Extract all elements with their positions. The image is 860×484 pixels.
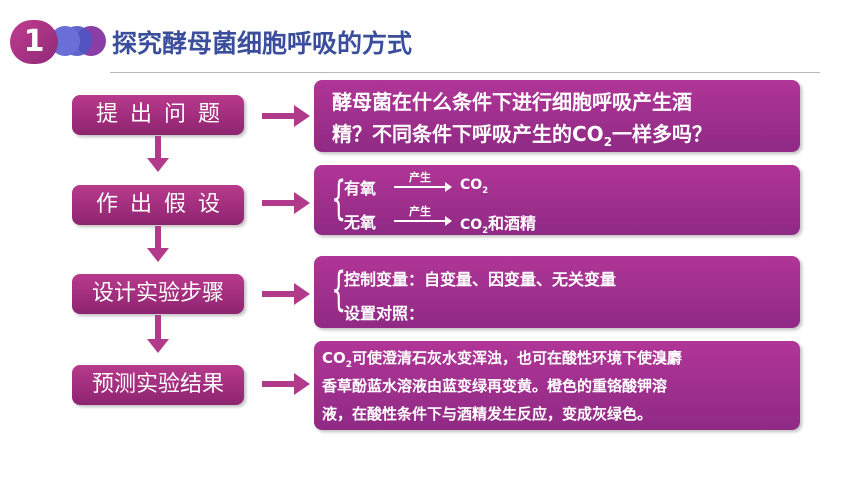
hypothesis-arrow-label-1: 产生	[409, 171, 431, 184]
left-brace: {	[331, 171, 346, 225]
design-panel: { 控制变量：自变量、因变量、无关变量 设置对照：	[314, 256, 800, 328]
hypothesis-aerobic-condition: 有氧	[344, 179, 377, 198]
left-brace: {	[331, 262, 346, 316]
prediction-panel: CO2可使澄清石灰水变浑浊，也可在酸性环境下使溴麝 香草酚蓝水溶液由蓝变绿再变黄…	[314, 341, 800, 430]
hypothesis-arrow-2	[394, 217, 452, 225]
right-arrow-1-line	[262, 113, 296, 119]
right-arrow-4-head	[294, 373, 310, 395]
step-ask-question: 提出问题	[72, 95, 244, 135]
right-arrow-1-head	[294, 105, 310, 127]
design-line-2: 设置对照：	[344, 304, 425, 323]
prediction-line-1: CO2可使澄清石灰水变浑浊，也可在酸性环境下使溴麝	[322, 349, 683, 370]
hypothesis-arrow-1	[394, 183, 452, 191]
hypothesis-anaerobic-product: CO2和酒精	[460, 214, 537, 235]
prediction-line-2: 香草酚蓝水溶液由蓝变绿再变黄。橙色的重铬酸钾溶	[322, 377, 668, 395]
right-arrow-2-head	[294, 192, 310, 214]
down-arrow-3-line	[155, 315, 161, 339]
right-arrow-3-head	[294, 283, 310, 305]
down-arrow-1-head	[147, 158, 169, 172]
design-line-1: 控制变量：自变量、因变量、无关变量	[344, 270, 617, 289]
section-number-badge: 1	[10, 20, 58, 64]
title-divider	[110, 72, 820, 73]
question-panel: 酵母菌在什么条件下进行细胞呼吸产生酒 精？不同条件下呼吸产生的CO2一样多吗？	[314, 80, 800, 152]
step-design: 设计实验步骤	[72, 274, 244, 314]
question-line-2: 精？不同条件下呼吸产生的CO2一样多吗？	[332, 122, 713, 149]
down-arrow-2-line	[155, 226, 161, 248]
right-arrow-3-line	[262, 291, 296, 297]
down-arrow-3-head	[147, 339, 169, 353]
right-arrow-2-line	[262, 200, 296, 206]
down-arrow-2-head	[147, 248, 169, 262]
step-predict: 预测实验结果	[72, 365, 244, 405]
prediction-line-3: 液，在酸性条件下与酒精发生反应，变成灰绿色。	[322, 405, 653, 423]
hypothesis-arrow-label-2: 产生	[409, 205, 431, 218]
hypothesis-anaerobic-condition: 无氧	[344, 213, 377, 232]
down-arrow-1-line	[155, 136, 161, 158]
step-hypothesis: 作出假设	[72, 185, 244, 225]
question-line-1: 酵母菌在什么条件下进行细胞呼吸产生酒	[332, 90, 692, 114]
hypothesis-aerobic-product: CO2	[460, 177, 489, 195]
page-title: 探究酵母菌细胞呼吸的方式	[112, 29, 413, 58]
hypothesis-panel: { 有氧 产生 CO2 无氧 产生 CO2和酒精	[314, 165, 800, 235]
right-arrow-4-line	[262, 381, 296, 387]
